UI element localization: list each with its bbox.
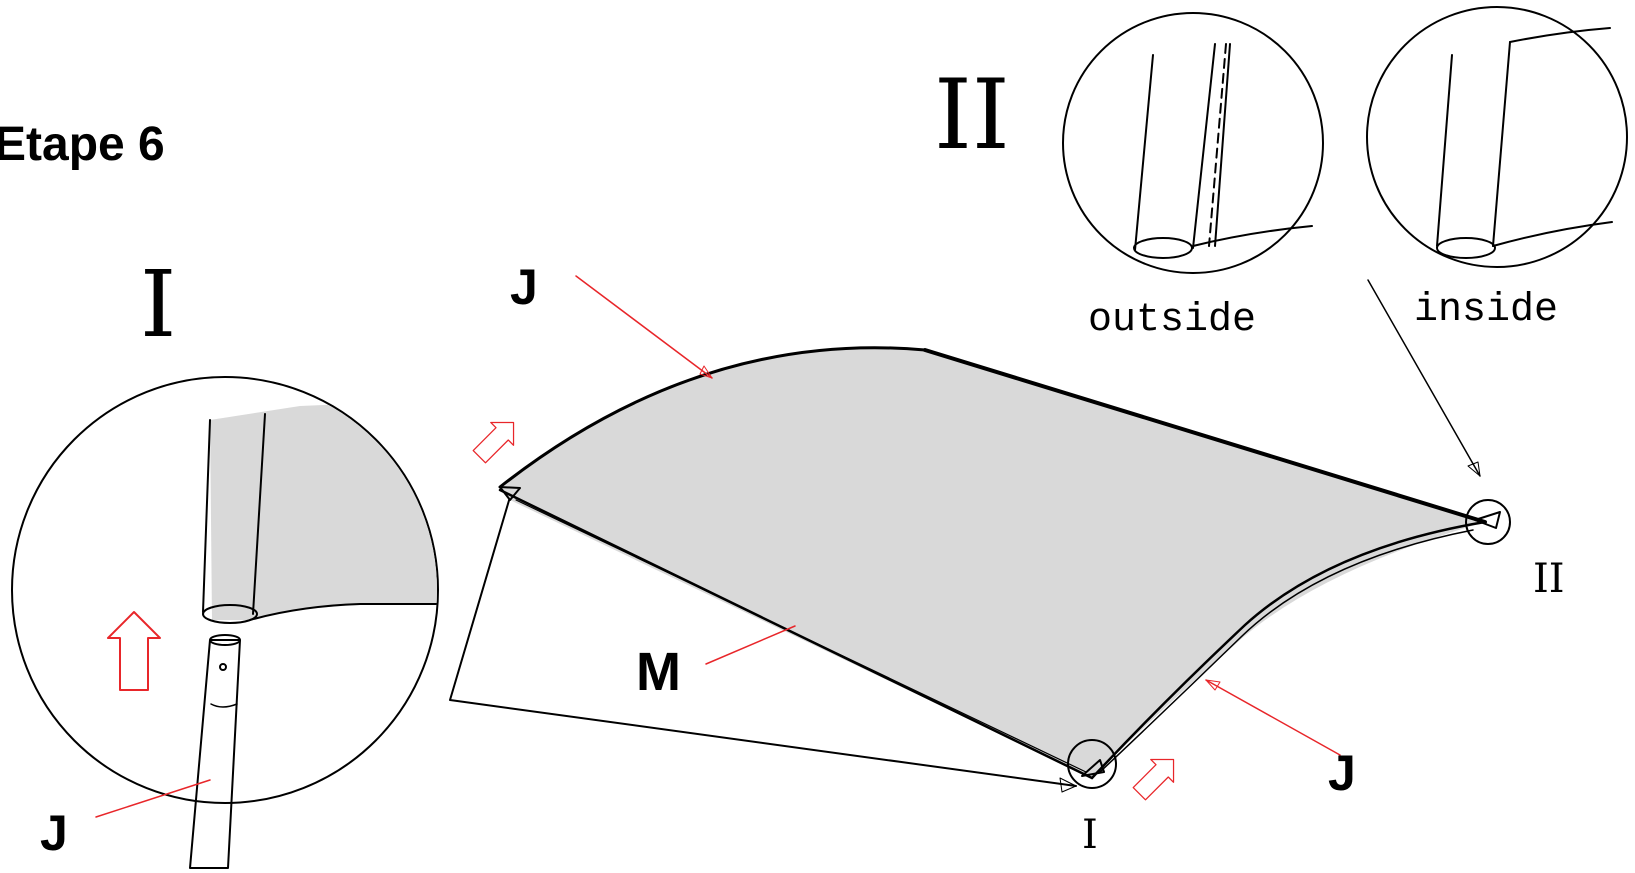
corner-two-circle: [1465, 499, 1511, 545]
step-title: Etape 6: [0, 118, 165, 171]
canopy: [498, 346, 1511, 789]
corner-one-marker: I: [1082, 812, 1098, 858]
pointer-line: [1367, 279, 1481, 477]
label-j-top: J: [510, 259, 538, 315]
label-j-right: J: [1328, 745, 1356, 801]
detail-one-connector: [449, 496, 1077, 787]
corner-one-circle: [1067, 739, 1117, 789]
canopy-fabric: [500, 347, 1485, 778]
up-arrow-icon: [472, 421, 515, 464]
detail-two-marker: II: [934, 59, 1010, 171]
detail-two-inside-circle: [1366, 6, 1628, 268]
detail-one-circle: [11, 376, 439, 869]
up-arrow-icon: [107, 611, 161, 691]
caption-inside: inside: [1414, 288, 1558, 333]
tube-j: [189, 634, 241, 869]
detail-one-marker: I: [140, 251, 176, 358]
label-m: M: [636, 642, 681, 702]
up-arrow-icon: [1132, 758, 1175, 801]
detail-two-outside-circle: [1062, 12, 1324, 274]
caption-outside: outside: [1088, 298, 1256, 343]
corner-two-marker: II: [1533, 556, 1565, 602]
fabric-corner: [210, 400, 437, 620]
label-j-tube: J: [40, 805, 68, 861]
